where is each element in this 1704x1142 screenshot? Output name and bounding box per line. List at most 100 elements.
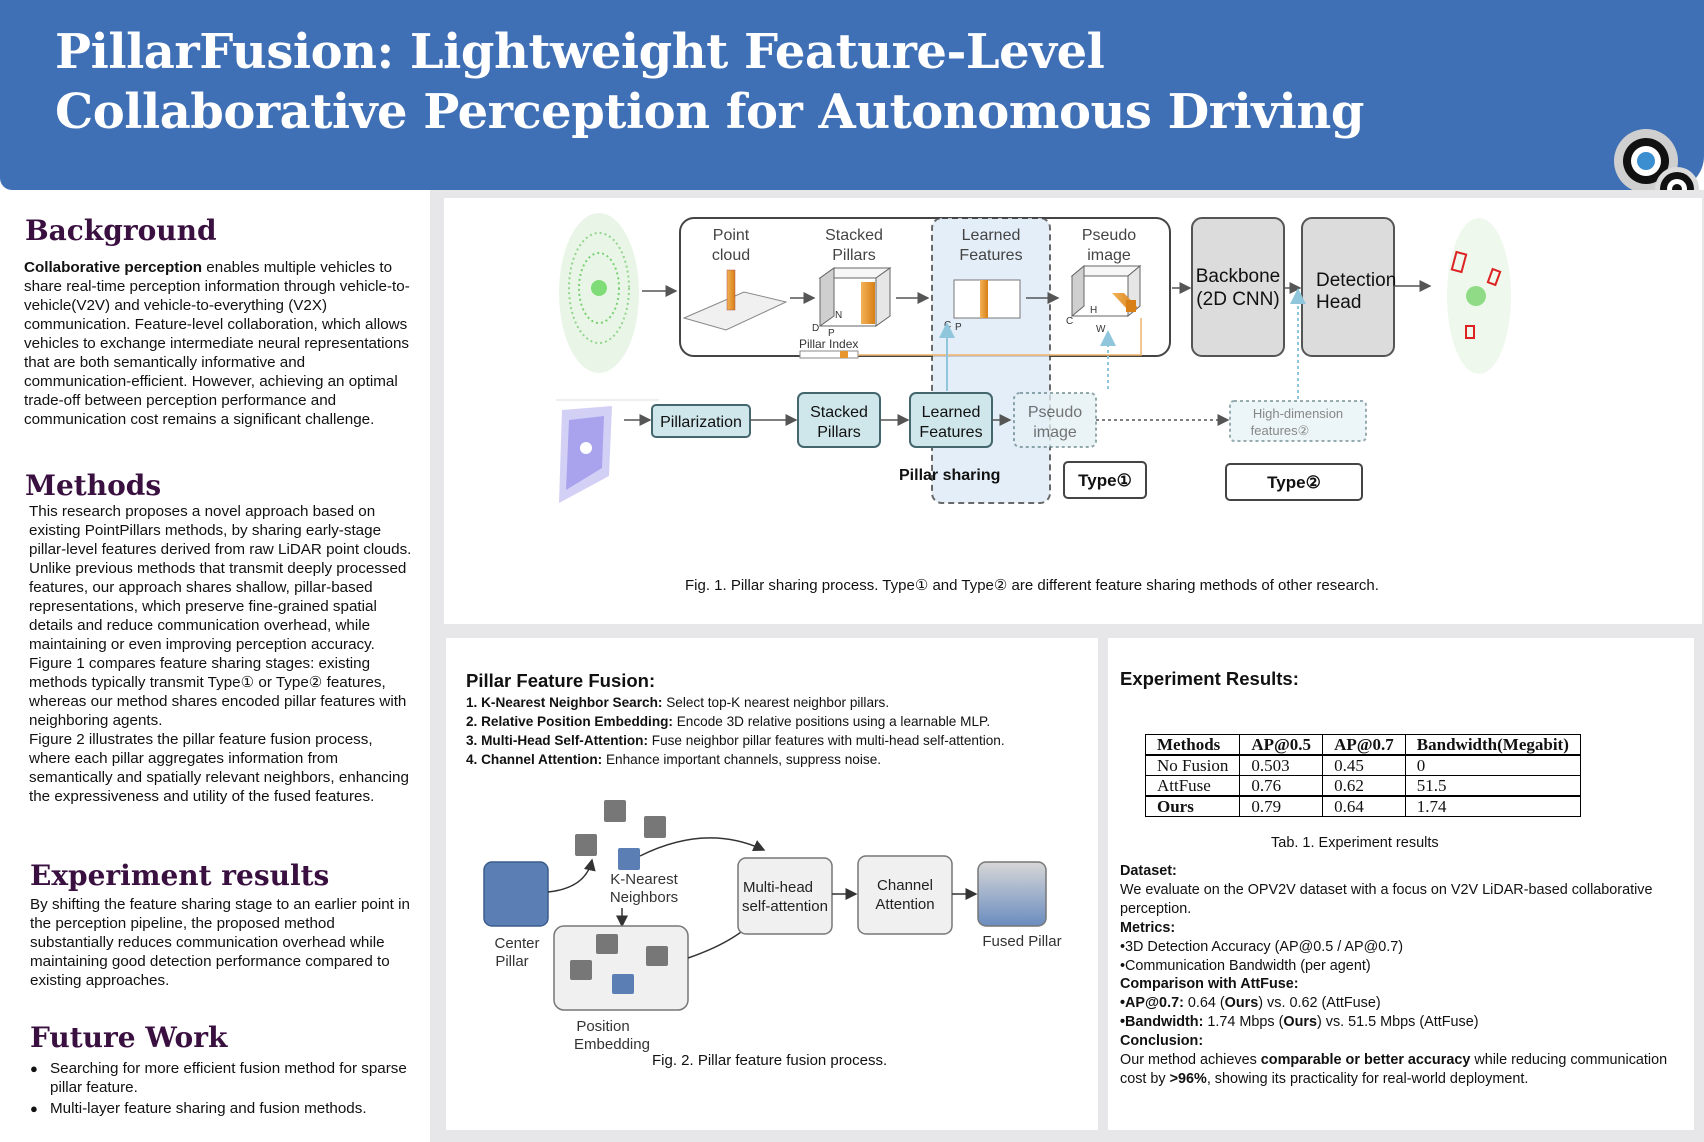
fusion-step-title: 3. Multi-Head Self-Attention: [466,733,648,748]
type-1-box: Type① [1063,461,1147,499]
experiment-details: Dataset: We evaluate on the OPV2V datase… [1120,862,1690,1089]
dataset-text: We evaluate on the OPV2V dataset with a … [1120,881,1653,917]
fusion-steps-list: 1. K-Nearest Neighbor Search: Select top… [466,693,1086,769]
methods-text: This research proposes a novel approach … [29,502,413,806]
fusion-heading: Pillar Feature Fusion: [466,670,656,691]
high-dimension-features-box: High-dimension features② [1229,400,1367,442]
table-row: AttFuse 0.76 0.62 51.5 [1144,775,1581,797]
stacked-pillars-label: Pillars [817,424,861,441]
fusion-step-text: Select top-K nearest neighbor pillars. [662,695,890,710]
table-cell: 0.76 [1239,775,1324,797]
conclusion-part: , showing its practicality for real-worl… [1206,1070,1529,1087]
methods-heading: Methods [25,469,162,502]
stacked-pillars-box: Stacked Pillars [797,392,881,448]
channel-attention-label: Attention [875,896,934,913]
comparison-text: 0.64 ( [1183,995,1225,1012]
poster-header: PillarFusion: Lightweight Feature-Level … [0,0,1704,190]
ours-label: Ours [1224,995,1259,1012]
table-header-row: Methods AP@0.5 AP@0.7 Bandwidth(Megabit) [1144,734,1581,756]
future-work-item: Multi-layer feature sharing and fusion m… [30,1099,414,1118]
fusion-step-title: 4. Channel Attention: [466,752,603,767]
table-row: No Fusion 0.503 0.45 0 [1144,754,1581,776]
conclusion-part: Our method achieves [1120,1052,1261,1069]
detection-output-point-cloud [1447,218,1511,374]
multi-head-label: self-attention [742,898,828,915]
pillar-fusion-diagram: Center Pillar K-Nearest Neighbors Positi… [483,800,1062,1053]
table-cell: No Fusion [1144,754,1241,776]
point-cloud-label: Point [713,227,750,244]
table-cell: Ours [1144,795,1241,817]
high-dimension-label: High-dimension [1253,406,1343,421]
results-table: Methods AP@0.5 AP@0.7 Bandwidth(Megabit)… [1144,734,1581,817]
collaborator-lidar-point-cloud [559,406,612,503]
fusion-step-text: Enhance important channels, suppress noi… [602,752,882,767]
type-2-label: Type② [1267,473,1321,492]
position-embedding-label: Embedding [574,1036,650,1053]
conclusion-emphasis: >96% [1169,1070,1207,1087]
fusion-step: 4. Channel Attention: Enhance important … [466,750,1086,769]
future-work-list: Searching for more efficient fusion meth… [30,1059,414,1120]
multi-head-attention-box: Multi-head self-attention [737,857,833,935]
table-cell: 0.79 [1239,795,1324,817]
table-cell: AttFuse [1144,775,1241,797]
comparison-text: ) vs. 51.5 Mbps (AttFuse) [1316,1014,1479,1031]
conclusion-emphasis: comparable or better accuracy [1260,1052,1471,1069]
detection-head-label: Head [1316,292,1361,313]
column-header: AP@0.7 [1322,734,1406,756]
experiment-panel: Experiment Results: Tab. 1. Experiment r… [1108,638,1694,1130]
type-1-label: Type① [1078,471,1132,490]
table-cell: 0.64 [1322,795,1406,817]
table-cell: 0.62 [1322,775,1406,797]
pseudo-image-label: Pseudo [1028,404,1082,421]
fusion-step: 2. Relative Position Embedding: Encode 3… [466,712,1086,731]
k-nearest-neighbors-cluster [575,800,666,870]
comparison-heading: Comparison with AttFuse: [1120,976,1299,993]
comparison-text: ) vs. 0.62 (AttFuse) [1258,995,1381,1012]
methods-paragraph-2: Figure 1 compares feature sharing stages… [29,655,407,729]
detection-head-box: Detection Head [1301,217,1396,357]
pillarization-box: Pillarization [651,404,751,438]
high-dimension-label: features② [1251,423,1310,438]
pseudo-image-label: Pseudo [1082,227,1136,244]
table-cell: 1.74 [1404,795,1581,817]
axis-label: C [1066,316,1073,327]
pillar-sharing-diagram: Point cloud Stacked Pillars D P N Pillar… [556,213,1511,504]
figure-1-panel: Point cloud Stacked Pillars D P N Pillar… [444,198,1702,624]
learned-features-box: Learned Features [909,392,993,448]
position-embedding-label: Position [576,1018,629,1035]
table-cell: 0 [1404,754,1581,776]
stacked-pillars-label: Stacked [825,227,883,244]
title-line-1: PillarFusion: Lightweight Feature-Level [55,24,1105,80]
backbone-box: Backbone (2D CNN) [1191,217,1285,357]
table-cell: 0.45 [1322,754,1406,776]
pillar-sharing-label: Pillar sharing [899,467,1000,484]
comparison-text: 1.74 Mbps ( [1203,1014,1284,1031]
axis-label: N [835,310,842,321]
axis-label: P [955,322,962,333]
learned-features-label: Features [919,424,982,441]
pseudo-image-label: image [1087,247,1131,264]
point-cloud-label: cloud [712,247,750,264]
multi-head-label: Multi-head [743,879,813,896]
fusion-step: 1. K-Nearest Neighbor Search: Select top… [466,693,1086,712]
future-work-heading: Future Work [30,1021,228,1054]
table-cell: 51.5 [1404,775,1581,797]
position-embedding-box [553,925,689,1011]
channel-attention-box: Channel Attention [857,855,953,935]
column-header: AP@0.5 [1239,734,1324,756]
methods-paragraph-1: This research proposes a novel approach … [29,503,412,653]
backbone-label: Backbone [1196,266,1281,287]
background-lead: Collaborative perception [24,259,203,276]
pillar-index-label: Pillar Index [799,337,858,351]
center-pillar-label: Center [494,935,539,952]
poster-title: PillarFusion: Lightweight Feature-Level … [55,22,1364,142]
table-cell: 0.503 [1239,754,1324,776]
fusion-step: 3. Multi-Head Self-Attention: Fuse neigh… [466,731,1086,750]
conclusion-text: Our method achieves comparable or better… [1120,1051,1690,1089]
results-heading: Experiment Results: [1120,668,1299,689]
future-work-item: Searching for more efficient fusion meth… [30,1059,414,1097]
ego-lidar-point-cloud [559,213,639,373]
comparison-ap: •AP@0.7: 0.64 (Ours) vs. 0.62 (AttFuse) [1120,994,1690,1013]
table-row: Ours 0.79 0.64 1.74 [1144,795,1581,817]
experiment-heading: Experiment results [30,859,330,892]
